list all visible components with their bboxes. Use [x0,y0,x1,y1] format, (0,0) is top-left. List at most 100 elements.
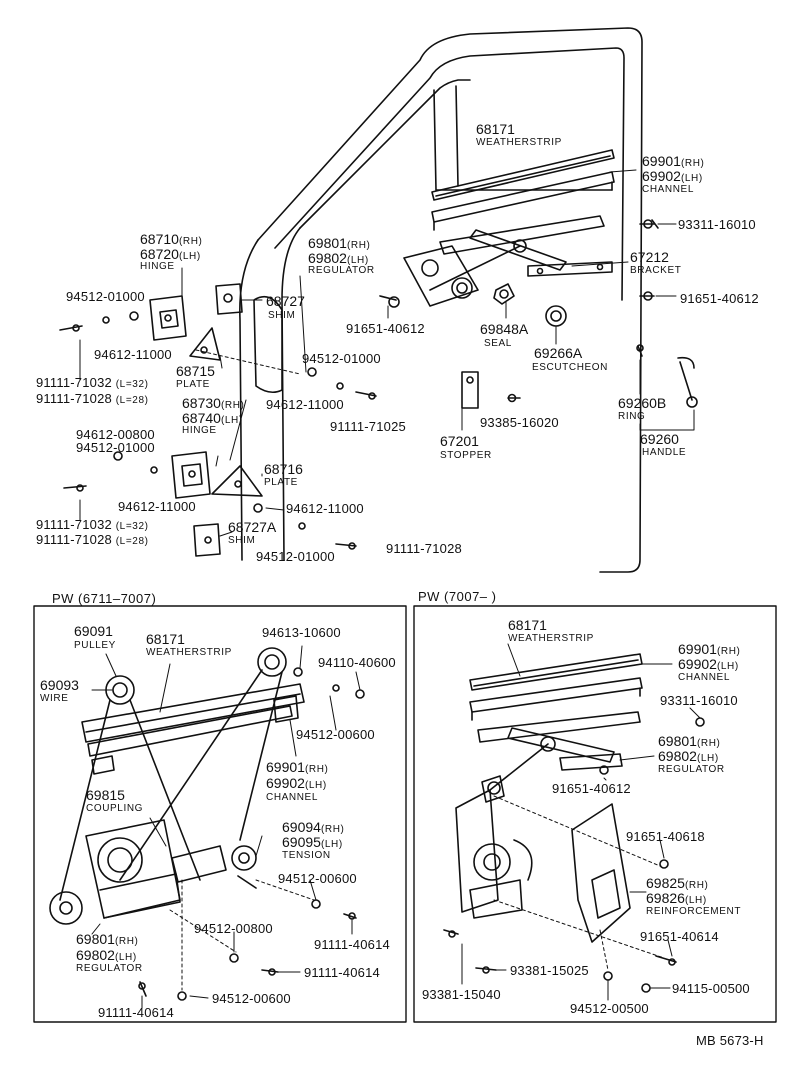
rh-tag: (RH) [320,824,345,835]
part-name: PLATE [176,379,210,390]
callout-bolt-91651-mid: 91651-40612 [346,321,425,336]
diagram-code: MB 5673-H [696,1033,764,1048]
part-number-lh: 69802 [658,748,697,764]
part-number-lh: 69802 [308,250,347,266]
part-number-rh: 69801 [308,235,347,251]
part-name: STOPPER [440,450,492,461]
callout-nut-94110: 94110-40600 [318,655,396,670]
part-number: 68171 [476,121,515,137]
part-number-lh: 69902 [678,656,717,672]
lh-tag: (LH) [320,839,343,850]
lh-tag: (LH) [346,255,369,266]
part-name: HANDLE [642,447,687,458]
callout-nut-94612-d: 94612-11000 [286,501,364,516]
part-number: 69093 [40,677,79,693]
part-number-rh: 69825 [646,875,685,891]
door-frame-outline [239,27,643,573]
part-number-lh: 68720 [140,246,179,262]
callout-washer-94512-00600-c: 94512-00600 [212,991,291,1006]
callout-washer-94612-00800: 94612-00800 [76,427,155,442]
part-number-rh: 69801 [76,931,115,947]
pw-new-drawing [443,653,705,993]
part-number: 69260B [618,395,667,411]
part-number: 68716 [264,461,303,477]
part-name: BRACKET [630,265,682,276]
weatherstrip-upper-drawing [431,149,615,201]
rh-tag: (RH) [680,158,705,169]
part-number-lh: 69802 [76,947,115,963]
rh-tag: (RH) [114,936,139,947]
part-name: CHANNEL [642,184,694,195]
part-name: CHANNEL [266,792,318,803]
callout-nut-94612-b: 94612-11000 [266,397,344,412]
callout-bolt-91111-71025: 91111-71025 [330,419,406,434]
part-number: 68715 [176,363,215,379]
callout-screw-93381-15025: 93381-15025 [510,963,589,978]
rh-tag: (RH) [696,738,721,749]
panel-left-title: PW (6711–7007) [52,591,157,606]
callout-nut-94115: 94115-00500 [672,981,750,996]
part-name: RING [618,411,646,422]
callout-washer-94512-00800: 94512-00800 [194,921,273,936]
regulator-upper-drawing [403,215,613,307]
callout-bolt-91651-40618: 91651-40618 [626,829,705,844]
lh-tag: (LH) [696,753,719,764]
rh-tag: (RH) [178,236,203,247]
callout-screw-93381-15040: 93381-15040 [422,987,501,1002]
leader-lines-panel-right [461,643,701,1001]
leader-lines-panel-left [91,645,361,1009]
lh-tag: (LH) [684,895,707,906]
part-number: 67212 [630,249,669,265]
lh-tag: (LH) [304,780,327,791]
leader-lines-upper [79,169,695,537]
callout-washer-94512-00600-b: 94512-00600 [278,871,357,886]
rh-tag: (RH) [716,646,741,657]
callout-washer-94512-d: 94512-01000 [256,549,335,564]
part-number: 69815 [86,787,125,803]
callout-bolt-91111-71032: 91111-71032 (L=32) [36,375,149,390]
hinge-lower-drawing [63,451,357,557]
part-name: HINGE [140,261,175,272]
rh-tag: (RH) [220,400,245,411]
callout-bolt-91651-40614-right: 91651-40614 [640,929,719,944]
part-name: REGULATOR [76,963,143,974]
panel-right-title: PW (7007– ) [418,589,497,604]
callout-bolt-91651-40612-right: 91651-40612 [552,781,631,796]
callout-washer-94512-00600-a: 94512-00600 [296,727,375,742]
callout-bolt-93311: 93311-16010 [678,217,756,232]
callout-bolt-91651-right: 91651-40612 [680,291,759,306]
callout-screw-93385: 93385-16020 [480,415,559,430]
callout-bolt-91111-40614-a: 91111-40614 [314,937,390,952]
part-name: PLATE [264,477,298,488]
part-name: WIRE [40,693,69,704]
part-name: REGULATOR [308,265,375,276]
part-name: COUPLING [86,803,144,814]
part-number: 68171 [146,631,185,647]
callout-nut-94612-a: 94612-11000 [94,347,172,362]
part-number-lh: 69826 [646,890,685,906]
part-name: HINGE [182,425,217,436]
callout-bolt-91111-40614-c: 91111-40614 [98,1005,174,1020]
callout-washer-94512-c: 94512-01000 [76,440,155,455]
part-number: 69848A [480,321,529,337]
part-name: WEATHERSTRIP [476,137,562,148]
part-number: 69260 [640,431,679,447]
callout-washer-94512-00500: 94512-00500 [570,1001,649,1016]
part-number-lh: 69095 [282,834,321,850]
callout-bolt-91111-71028-b: 91111-71028 (L=28) [36,532,149,547]
pw-old-drawing [49,647,365,1001]
part-number: 68171 [508,617,547,633]
hinge-upper-drawing [59,283,377,400]
part-number-rh: 68730 [182,395,221,411]
rh-tag: (RH) [304,764,329,775]
channel-upper-drawing [431,171,615,231]
lh-tag: (LH) [680,173,703,184]
callout-bolt-91111-71032-b: 91111-71032 (L=32) [36,517,149,532]
part-name: REINFORCEMENT [646,906,742,917]
part-number-rh: 69094 [282,819,321,835]
lh-tag: (LH) [220,415,243,426]
part-name: WEATHERSTRIP [508,633,594,644]
callout-washer-94512-b: 94512-01000 [302,351,381,366]
callout-washer-94512-a: 94512-01000 [66,289,145,304]
